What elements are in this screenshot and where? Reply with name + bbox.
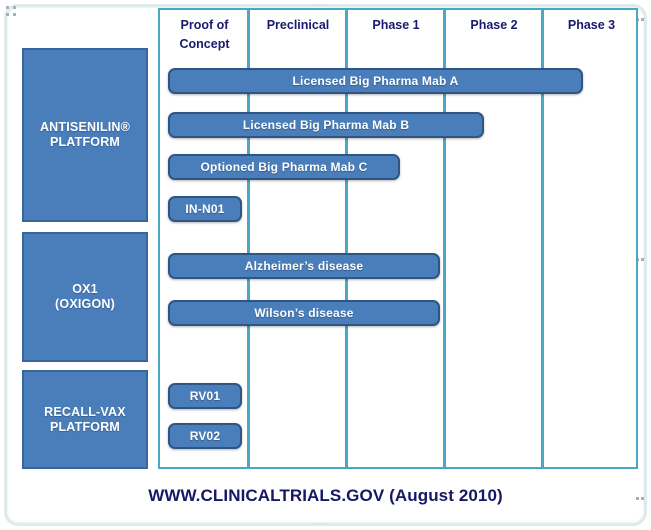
corner-handle-top-left bbox=[6, 6, 18, 16]
program-bar-wilsons-disease[interactable]: Wilson’s disease bbox=[168, 300, 440, 326]
program-bar-in-n01[interactable]: IN-N01 bbox=[168, 196, 242, 222]
top-marker-dots: ···· bbox=[312, 0, 328, 10]
source-footer: WWW.CLINICALTRIALS.GOV (August 2010) bbox=[148, 486, 503, 505]
column-header-preclinical: Preclinical bbox=[266, 18, 330, 32]
platform-block-antisenilin[interactable]: ANTISENILIN® PLATFORM bbox=[22, 48, 148, 222]
column-header-proof-of-concept: Proof of Concept bbox=[179, 18, 230, 51]
program-bar-optioned-mab-c[interactable]: Optioned Big Pharma Mab C bbox=[168, 154, 400, 180]
column-header-phase-2: Phase 2 bbox=[470, 18, 518, 32]
column-divider-1 bbox=[247, 10, 250, 467]
platform-block-recall-vax[interactable]: RECALL-VAX PLATFORM bbox=[22, 370, 148, 469]
column-header-phase-3: Phase 3 bbox=[567, 18, 616, 32]
column-header-phase-1: Phase 1 bbox=[372, 18, 420, 32]
program-bar-alzheimers-disease[interactable]: Alzheimer’s disease bbox=[168, 253, 440, 279]
column-divider-3 bbox=[443, 10, 446, 467]
column-divider-2 bbox=[345, 10, 348, 467]
program-bar-rv02[interactable]: RV02 bbox=[168, 423, 242, 449]
program-bar-licensed-mab-a[interactable]: Licensed Big Pharma Mab A bbox=[168, 68, 583, 94]
program-bar-rv01[interactable]: RV01 bbox=[168, 383, 242, 409]
column-divider-4 bbox=[541, 10, 544, 467]
platform-block-ox1[interactable]: OX1 (OXIGON) bbox=[22, 232, 148, 362]
bottom-marker-dots: ···· bbox=[312, 518, 328, 528]
corner-handle-bottom-right bbox=[636, 497, 648, 501]
program-bar-licensed-mab-b[interactable]: Licensed Big Pharma Mab B bbox=[168, 112, 484, 138]
